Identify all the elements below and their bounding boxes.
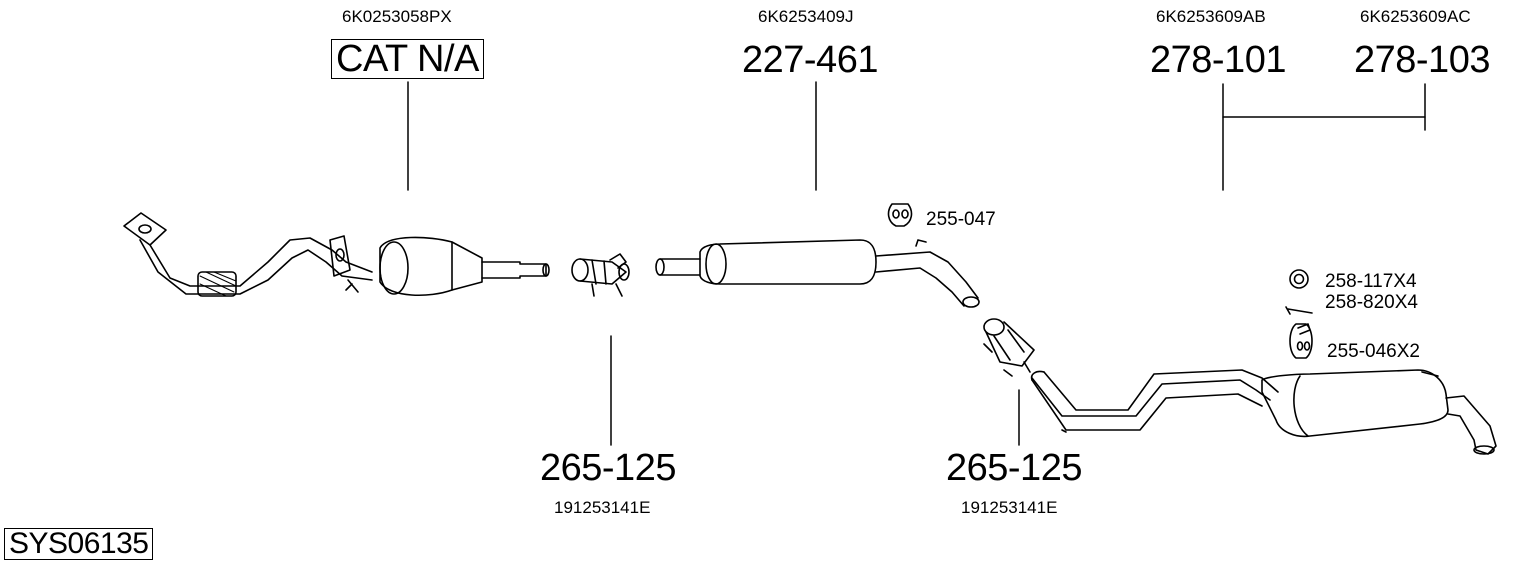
accessory-hanger-rear[interactable]: 255-046X2 bbox=[1327, 341, 1420, 362]
leader-lines bbox=[407, 81, 1426, 446]
clamp-2-icon[interactable] bbox=[983, 318, 1035, 377]
part-number-middle[interactable]: 227-461 bbox=[742, 39, 878, 81]
accessory-ring[interactable]: 258-117X4 bbox=[1325, 271, 1417, 292]
oem-number-clamp-2: 191253141E bbox=[961, 498, 1058, 517]
middle-silencer-icon[interactable] bbox=[655, 239, 980, 308]
oem-number-middle: 6K6253409J bbox=[758, 7, 854, 26]
system-id: SYS06135 bbox=[4, 528, 154, 560]
rear-silencer-icon[interactable] bbox=[1030, 369, 1497, 455]
oem-number-clamp-1: 191253141E bbox=[554, 498, 651, 517]
part-number-clamp-2[interactable]: 265-125 bbox=[946, 447, 1082, 489]
accessory-bolt[interactable]: 258-820X4 bbox=[1325, 292, 1418, 313]
front-pipe-cat-icon[interactable] bbox=[123, 212, 550, 297]
oem-number-cat: 6K0253058PX bbox=[342, 7, 452, 26]
oem-number-rear-a: 6K6253609AB bbox=[1156, 7, 1266, 26]
oem-number-rear-b: 6K6253609AC bbox=[1360, 7, 1471, 26]
accessory-hanger-middle[interactable]: 255-047 bbox=[926, 209, 996, 230]
clamp-1-icon[interactable] bbox=[571, 253, 630, 297]
hanger-rear-icon[interactable] bbox=[1289, 323, 1313, 359]
hanger-middle-icon[interactable] bbox=[887, 203, 913, 227]
part-number-rear-b[interactable]: 278-103 bbox=[1354, 39, 1490, 81]
part-number-rear-a[interactable]: 278-101 bbox=[1150, 39, 1286, 81]
ring-icon[interactable] bbox=[1289, 269, 1309, 289]
bolt-icon[interactable] bbox=[1285, 306, 1313, 315]
part-number-cat[interactable]: CAT N/A bbox=[331, 39, 484, 79]
part-number-clamp-1[interactable]: 265-125 bbox=[540, 447, 676, 489]
